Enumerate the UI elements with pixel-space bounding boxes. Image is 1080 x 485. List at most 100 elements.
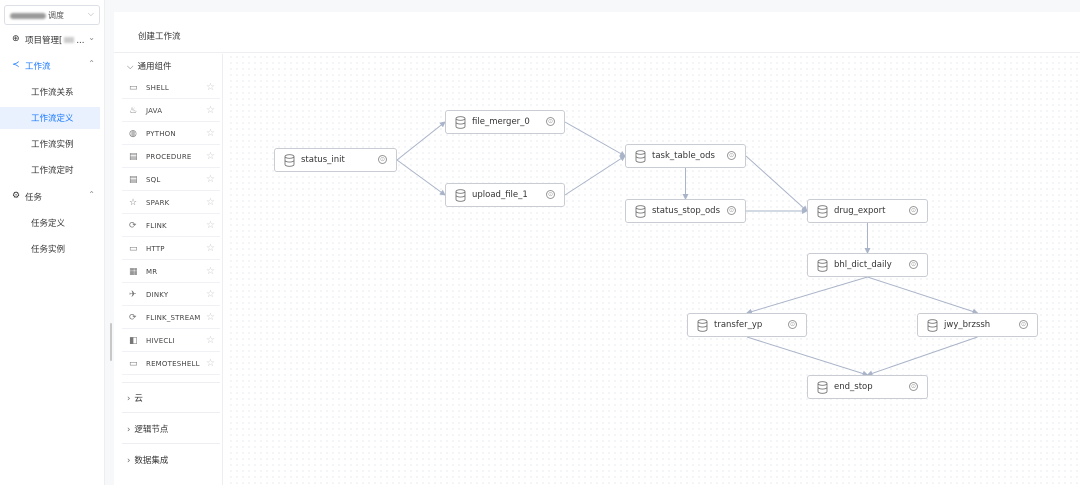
category-general[interactable]: ⌵通用组件 <box>127 60 171 72</box>
chevron-right-icon: › <box>127 425 131 435</box>
component-spark[interactable]: ☆ SPARK ☆ <box>122 194 220 214</box>
project-select[interactable]: 调度 ⌵ <box>4 5 100 25</box>
node-status-icon[interactable]: ⊙ <box>909 382 918 391</box>
star-icon[interactable]: ☆ <box>206 82 215 93</box>
star-icon[interactable]: ☆ <box>206 289 215 300</box>
dag-node-file-merger-0[interactable]: file_merger_0⊙ <box>445 110 565 134</box>
category-data-integration[interactable]: ›数据集成 <box>127 454 168 466</box>
mr-icon: ▦ <box>129 267 138 277</box>
nav-group-project-label: 项目管理[ <box>25 36 63 46</box>
star-icon[interactable]: ☆ <box>206 105 215 116</box>
spark-icon: ☆ <box>129 198 138 208</box>
star-icon[interactable]: ☆ <box>206 128 215 139</box>
dag-edge <box>564 155 626 196</box>
dag-node-transfer-yp[interactable]: transfer_yp ⊙ <box>687 313 807 337</box>
nav-group-workflow[interactable]: ≺ 工作流 ⌃ <box>0 56 104 76</box>
sidebar-item-workflow-instance[interactable]: 工作流实例 <box>0 133 100 155</box>
dag-node-bhl-dict-daily[interactable]: bhl_dict_daily ⊙ <box>807 253 928 277</box>
component-label: SQL <box>146 176 161 184</box>
component-python[interactable]: ◍PYTHON☆ <box>122 125 220 145</box>
node-status-icon[interactable]: ⊙ <box>378 155 387 164</box>
component-sql[interactable]: ▤SQL☆ <box>122 171 220 191</box>
dag-edge <box>745 155 808 212</box>
star-icon[interactable]: ☆ <box>206 220 215 231</box>
dag-canvas[interactable]: status_init⊙ file_merger_0⊙ upload_file_1⊙… <box>228 54 1080 485</box>
component-flink[interactable]: ⟳ FLINK ☆ <box>122 217 220 237</box>
component-mr[interactable]: ▦MR☆ <box>122 263 220 283</box>
star-icon[interactable]: ☆ <box>206 335 215 346</box>
component-hivecli[interactable]: ◧HIVECLI☆ <box>122 332 220 352</box>
flink-stream-icon: ⟳ <box>129 313 137 323</box>
sidebar-item-workflow-timing[interactable]: 工作流定时 <box>0 159 100 181</box>
redacted-text <box>10 12 46 19</box>
star-icon[interactable]: ☆ <box>206 197 215 208</box>
component-label: PYTHON <box>146 130 176 138</box>
star-icon[interactable]: ☆ <box>206 358 215 369</box>
sidebar-item-label: 任务定义 <box>31 219 66 229</box>
sidebar-item-task-instance[interactable]: 任务实例 <box>0 238 100 260</box>
dag-node-end-stop[interactable]: end_stop⊙ <box>807 375 928 399</box>
project-icon: ⊕ <box>12 34 20 44</box>
star-icon[interactable]: ☆ <box>206 243 215 254</box>
sidebar-item-label: 工作流实例 <box>31 140 74 150</box>
dag-node-drug-export[interactable]: drug_export ⊙ <box>807 199 928 223</box>
procedure-icon: ▤ <box>129 152 138 162</box>
dag-node-upload-file-1[interactable]: upload_file_1⊙ <box>445 183 565 207</box>
chevron-up-icon: ⌃ <box>88 59 95 68</box>
page-title: 创建工作流 <box>138 32 181 42</box>
divider <box>122 443 220 444</box>
component-label: SPARK <box>146 199 170 207</box>
component-dinky[interactable]: ✈DINKY☆ <box>122 286 220 306</box>
sidebar-item-label: 任务实例 <box>31 245 66 255</box>
nav-group-task[interactable]: ⚙ 任务 ⌃ <box>0 187 104 207</box>
node-status-icon[interactable]: ⊙ <box>727 206 736 215</box>
dag-node-task-table-ods[interactable]: task_table_ods⊙ <box>625 144 746 168</box>
node-status-icon[interactable]: ⊙ <box>727 151 736 160</box>
http-icon: ▭ <box>129 244 138 254</box>
component-shell[interactable]: ▭SHELL☆ <box>122 79 220 99</box>
sidebar-item-task-definition[interactable]: 任务定义 <box>0 212 100 234</box>
star-icon[interactable]: ☆ <box>206 151 215 162</box>
dag-edge <box>746 276 868 315</box>
database-icon <box>455 116 466 129</box>
dag-edge <box>866 336 978 377</box>
component-label: FLINK <box>146 222 167 230</box>
star-icon[interactable]: ☆ <box>206 266 215 277</box>
database-icon <box>817 205 828 218</box>
star-icon[interactable]: ☆ <box>206 312 215 323</box>
category-cloud[interactable]: ›云 <box>127 392 143 404</box>
dag-node-label: transfer_yp <box>714 320 763 330</box>
node-status-icon[interactable]: ⊙ <box>909 206 918 215</box>
database-icon <box>817 259 828 272</box>
node-status-icon[interactable]: ⊙ <box>546 190 555 199</box>
dag-node-jwy-brzssh[interactable]: jwy_brzssh⊙ <box>917 313 1038 337</box>
node-status-icon[interactable]: ⊙ <box>546 117 555 126</box>
star-icon[interactable]: ☆ <box>206 174 215 185</box>
sidebar-item-workflow-definition[interactable]: 工作流定义 <box>0 107 100 129</box>
component-label: FLINK_STREAM <box>146 314 201 322</box>
component-palette: ⌵通用组件 ▭SHELL☆♨JAVA☆◍PYTHON☆▤PROCEDURE☆▤S… <box>114 54 223 485</box>
nav-group-project[interactable]: ⊕ 项目管理[... ⌄ <box>0 30 104 50</box>
sidebar-item-label: 工作流定时 <box>31 166 74 176</box>
flink-icon: ⟳ <box>129 221 137 231</box>
dag-node-status-init[interactable]: status_init⊙ <box>274 148 397 172</box>
dag-edges <box>396 121 979 377</box>
node-status-icon[interactable]: ⊙ <box>1019 320 1028 329</box>
sidebar-item-workflow-relation[interactable]: 工作流关系 <box>0 81 100 103</box>
category-logic[interactable]: ›逻辑节点 <box>127 423 168 435</box>
node-status-icon[interactable]: ⊙ <box>909 260 918 269</box>
component-http[interactable]: ▭HTTP☆ <box>122 240 220 260</box>
chevron-right-icon: › <box>127 394 131 404</box>
category-label: 数据集成 <box>134 456 169 466</box>
dag-edge <box>564 121 626 157</box>
component-procedure[interactable]: ▤PROCEDURE☆ <box>122 148 220 168</box>
component-flink-stream[interactable]: ⟳ FLINK_STREAM ☆ <box>122 309 220 329</box>
dag-node-label: drug_export <box>834 206 886 216</box>
node-status-icon[interactable]: ⊙ <box>788 320 797 329</box>
dag-node-status-stop-ods[interactable]: status_stop_ods⊙ <box>625 199 746 223</box>
hivecli-icon: ◧ <box>129 336 138 346</box>
sidebar-scrollbar[interactable] <box>110 323 112 361</box>
dag-node-label: bhl_dict_daily <box>834 260 892 270</box>
component-remoteshell[interactable]: ▭REMOTESHELL☆ <box>122 355 220 375</box>
component-java[interactable]: ♨JAVA☆ <box>122 102 220 122</box>
